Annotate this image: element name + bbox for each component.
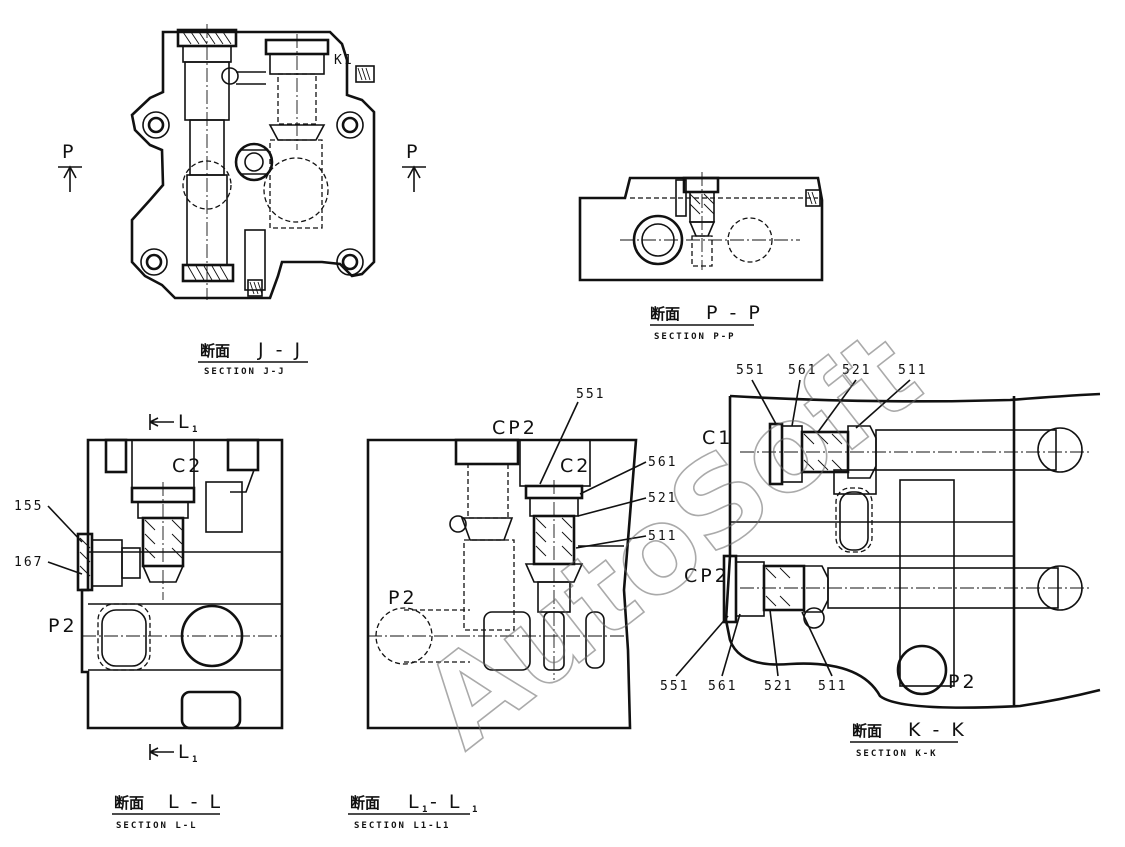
svg-text:CP2: CP2 — [684, 565, 730, 587]
view-pp: 断面 P - P SECTION P-P — [578, 172, 824, 342]
svg-text:SECTION K-K: SECTION K-K — [856, 749, 938, 759]
ll-body-outline — [80, 438, 284, 730]
svg-text:521: 521 — [764, 679, 793, 694]
pp-title: 断面 P - P SECTION P-P — [650, 302, 763, 342]
ll-internal — [82, 438, 282, 730]
svg-text:断面: 断面 — [114, 794, 144, 812]
svg-text:167: 167 — [14, 555, 43, 570]
svg-text:551: 551 — [736, 363, 765, 378]
jj-body-outline — [130, 30, 376, 300]
svg-text:J - J: J - J — [257, 339, 303, 361]
svg-text:P: P — [406, 141, 420, 163]
svg-text:P - P: P - P — [706, 302, 763, 324]
svg-text:155: 155 — [14, 499, 43, 514]
jj-title: 断面 J - J SECTION J-J — [198, 339, 308, 377]
svg-text:SECTION L-L: SECTION L-L — [116, 821, 198, 831]
l1l1-body-outline — [366, 438, 638, 730]
svg-text:P2: P2 — [948, 671, 978, 693]
svg-text:551: 551 — [576, 387, 605, 402]
jj-bolt-br — [336, 248, 364, 276]
svg-text:561: 561 — [788, 363, 817, 378]
svg-text:C2: C2 — [560, 455, 591, 477]
jj-label-k1: K1 — [334, 53, 354, 68]
jj-left-spool — [176, 24, 239, 300]
jj-bolt-tl — [142, 111, 170, 139]
kk-title: 断面 K - K SECTION K-K — [850, 719, 967, 759]
l1l1-internal — [368, 539, 624, 671]
jj-bolt-bl — [140, 248, 168, 276]
l1l1-labels: CP2 C2 P2 551 561 521 511 — [388, 387, 677, 609]
jj-p-arrow-right: P — [402, 141, 426, 192]
svg-text:SECTION L1-L1: SECTION L1-L1 — [354, 821, 450, 831]
pp-port-right — [727, 217, 773, 263]
svg-text:551: 551 — [660, 679, 689, 694]
ll-c2-valve — [130, 439, 196, 600]
l1l1-title: 断面 L 1 - L 1 SECTION L1-L1 — [348, 791, 479, 831]
svg-text:L - L: L - L — [168, 791, 223, 813]
svg-text:511: 511 — [818, 679, 847, 694]
svg-text:断面: 断面 — [350, 794, 380, 812]
svg-text:511: 511 — [648, 529, 677, 544]
svg-text:L: L — [178, 411, 192, 433]
kk-cp2-valve — [722, 554, 1090, 629]
view-jj: K1 P P 断面 J - J SECTION J-J — [58, 24, 426, 377]
kk-internal — [730, 469, 1014, 696]
svg-text:1: 1 — [192, 425, 199, 435]
pp-body-outline — [578, 176, 824, 282]
svg-text:P2: P2 — [388, 587, 418, 609]
svg-text:521: 521 — [842, 363, 871, 378]
kk-labels: C1 CP2 P2 551 561 521 511 551 561 521 51… — [660, 363, 978, 694]
svg-text:P: P — [62, 141, 76, 163]
svg-text:561: 561 — [708, 679, 737, 694]
svg-text:1: 1 — [422, 805, 429, 815]
svg-text:K - K: K - K — [908, 719, 967, 741]
svg-text:断面: 断面 — [650, 305, 680, 323]
svg-text:CP2: CP2 — [492, 417, 538, 439]
view-l1l1: CP2 C2 P2 551 561 521 511 断面 L 1 - L 1 S… — [348, 387, 677, 831]
jj-bolt-tr — [336, 111, 364, 139]
svg-text:P2: P2 — [48, 615, 78, 637]
l1l1-c2-valve — [519, 439, 624, 680]
jj-p-arrow-left: P — [58, 141, 82, 192]
ll-title: 断面 L - L SECTION L-L — [112, 791, 223, 831]
svg-text:L: L — [408, 791, 422, 813]
jj-center-nut — [234, 142, 274, 297]
jj-right-valve — [236, 34, 375, 229]
ll-port-155 — [76, 532, 141, 592]
svg-text:- L: - L — [430, 791, 462, 813]
pp-valve — [675, 172, 821, 270]
svg-text:511: 511 — [898, 363, 927, 378]
l1l1-cp2-valve — [449, 438, 520, 541]
view-kk: C1 CP2 P2 551 561 521 511 551 561 521 51… — [660, 363, 1101, 759]
view-ll: C2 P2 155 167 L 1 L 1 断面 L - L SECTION L… — [14, 411, 284, 831]
kk-body-outline — [724, 392, 1101, 709]
ll-labels: C2 P2 155 167 L 1 L 1 — [14, 411, 203, 765]
svg-text:L: L — [178, 741, 192, 763]
svg-text:断面: 断面 — [200, 342, 230, 360]
svg-text:1: 1 — [472, 805, 479, 815]
svg-text:1: 1 — [192, 755, 199, 765]
svg-text:断面: 断面 — [852, 722, 882, 740]
svg-text:SECTION J-J: SECTION J-J — [204, 367, 286, 377]
svg-text:C2: C2 — [172, 455, 203, 477]
svg-text:521: 521 — [648, 491, 677, 506]
watermark-text: AutoSoft — [397, 304, 944, 774]
svg-text:561: 561 — [648, 455, 677, 470]
svg-text:C1: C1 — [702, 427, 733, 449]
svg-text:SECTION P-P: SECTION P-P — [654, 332, 736, 342]
